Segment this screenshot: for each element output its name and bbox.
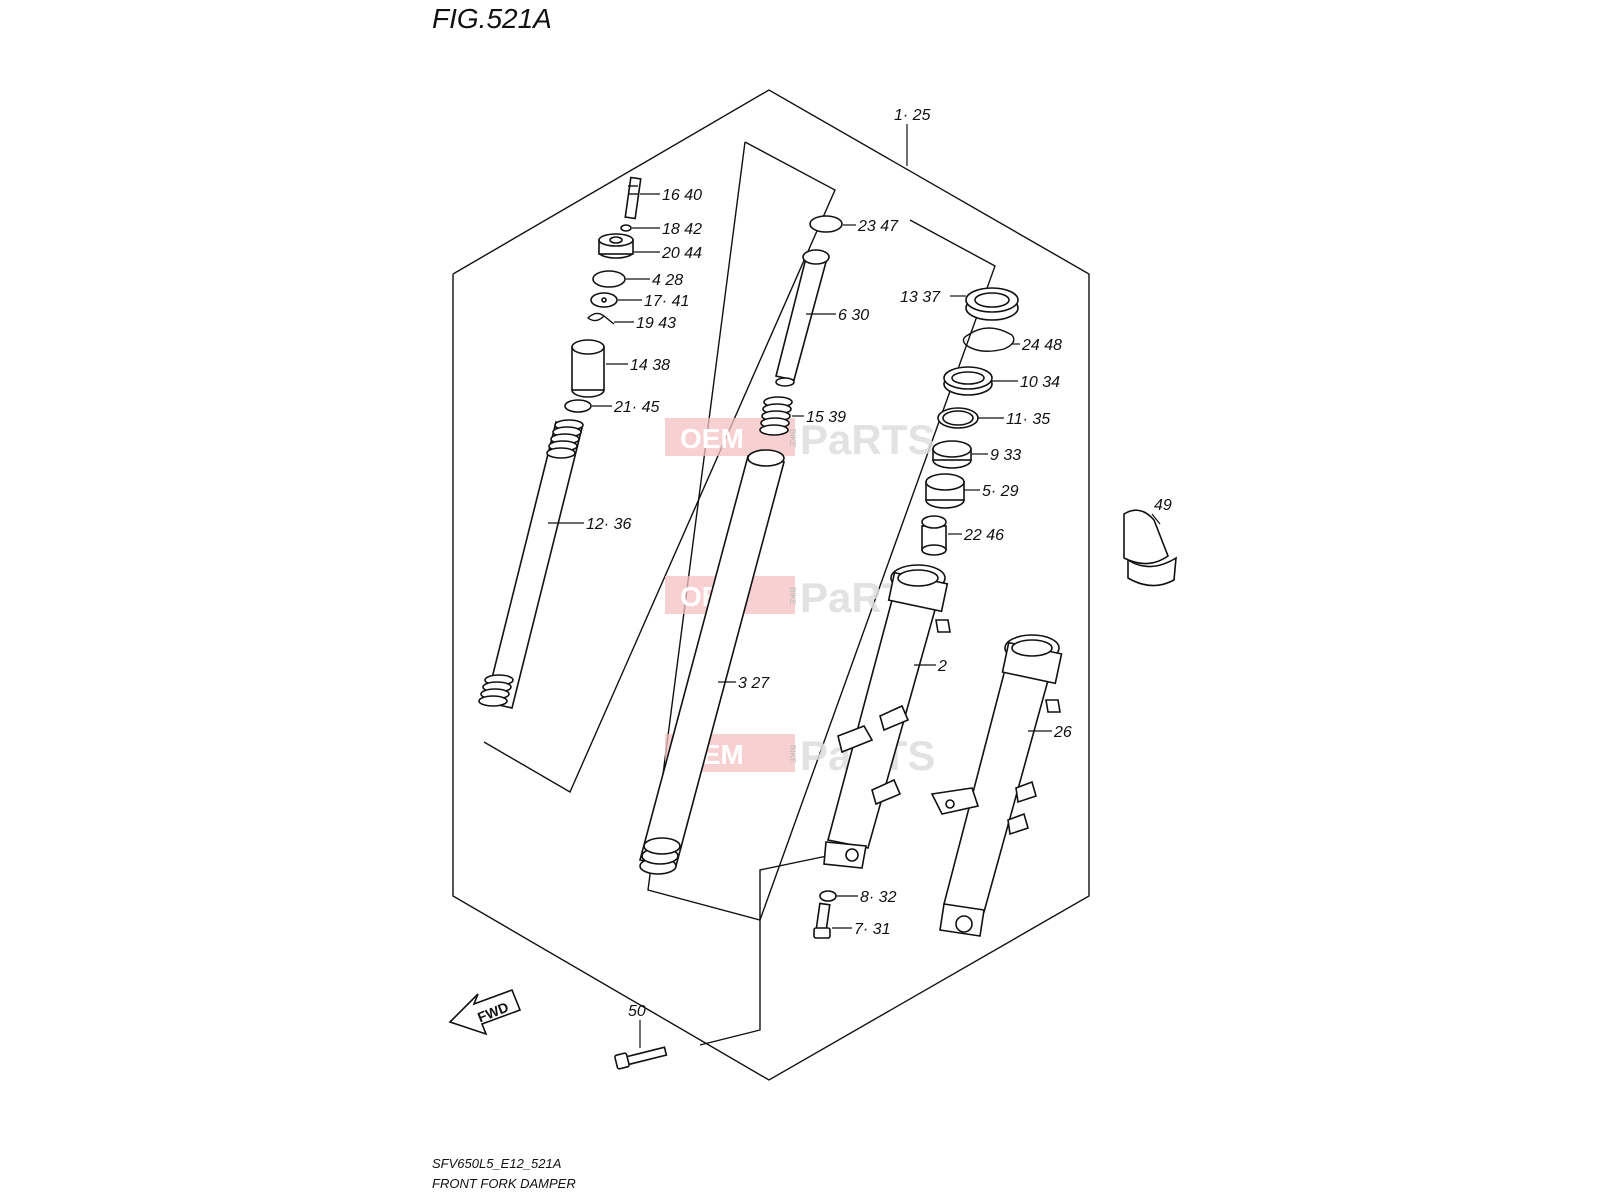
- part-damper-rod: [775, 249, 830, 387]
- assembly-outline: [452, 89, 1090, 1081]
- part-fork-protector: [1123, 509, 1177, 587]
- callout-16-40: 16 40: [662, 187, 702, 204]
- callout-26: 26: [1053, 724, 1072, 741]
- callout-19-43: 19 43: [636, 315, 676, 332]
- figure-code: SFV650L5_E12_521A: [432, 1156, 561, 1171]
- callout-8-32: 8· 32: [860, 889, 897, 906]
- part-inner-tube: [638, 449, 786, 875]
- part-fork-cap: [598, 233, 634, 259]
- part-spacer: [571, 339, 605, 398]
- callout-2: 2: [937, 658, 947, 675]
- part-seal-spacer: [937, 407, 979, 429]
- part-small-oring: [620, 224, 632, 232]
- callout-11-35: 11· 35: [1006, 411, 1050, 428]
- part-washer: [590, 292, 618, 308]
- part-fork-spring: [478, 419, 584, 709]
- part-rod-ring: [809, 215, 843, 233]
- svg-text:BIKE: BIKE: [788, 745, 797, 763]
- subassembly-frame-bolt: [699, 851, 847, 1046]
- part-drain-bolt: [813, 902, 831, 939]
- callout-4-28: 4 28: [652, 272, 683, 289]
- svg-text:PaRTS: PaRTS: [800, 416, 935, 463]
- callout-3-27: 3 27: [738, 675, 770, 692]
- part-rebound-spring: [759, 396, 793, 436]
- figure-title: FIG.521A: [432, 3, 552, 34]
- part-guide-bushing: [932, 440, 972, 469]
- callout-6-30: 6 30: [838, 307, 869, 324]
- part-mounting-bolt: [614, 1046, 668, 1070]
- callout-9-33: 9 33: [990, 447, 1021, 464]
- callout-14-38: 14 38: [630, 357, 670, 374]
- callout-23-47: 23 47: [857, 218, 899, 235]
- callout-21-45: 21· 45: [613, 399, 659, 416]
- callout-22-46: 22 46: [963, 527, 1004, 544]
- fwd-arrow: FWD: [448, 988, 522, 1036]
- callout-24-48: 24 48: [1021, 337, 1062, 354]
- subassembly-frame-spring: [483, 141, 836, 793]
- callout-1-25: 1· 25: [894, 107, 931, 124]
- part-oil-seal: [943, 366, 993, 396]
- part-adjuster-rod: [624, 176, 642, 220]
- part-oil-lock-piece: [921, 515, 947, 556]
- callout-7-31: 7· 31: [854, 921, 890, 938]
- svg-text:BIKE: BIKE: [788, 587, 797, 605]
- figure-caption: FRONT FORK DAMPER: [432, 1176, 576, 1191]
- leader-lines: [548, 124, 1161, 1048]
- part-outer-tube-right: [930, 634, 1063, 937]
- part-ring: [564, 399, 592, 413]
- callout-15-39: 15 39: [806, 409, 846, 426]
- callout-50: 50: [628, 1003, 646, 1020]
- callout-13-37: 13 37: [900, 289, 941, 306]
- part-outer-tube-left: [823, 564, 951, 869]
- part-drain-washer: [819, 890, 837, 902]
- callout-18-42: 18 42: [662, 221, 702, 238]
- part-dust-seal: [965, 287, 1019, 321]
- callout-12-36: 12· 36: [586, 516, 631, 533]
- part-cap-oring: [592, 270, 626, 288]
- svg-text:BIKE: BIKE: [788, 429, 797, 447]
- part-clip: [586, 312, 615, 325]
- callout-labels: 1· 25 16 40 18 42 20 44 4 28 17· 41 19 4…: [586, 107, 1172, 1020]
- callout-10-34: 10 34: [1020, 374, 1060, 391]
- callout-17-41: 17· 41: [644, 293, 689, 310]
- svg-text:OEM: OEM: [680, 423, 744, 454]
- part-slide-bushing: [925, 473, 965, 509]
- callout-49: 49: [1154, 497, 1172, 514]
- callout-20-44: 20 44: [661, 245, 702, 262]
- part-snap-ring: [962, 327, 1015, 352]
- callout-5-29: 5· 29: [982, 483, 1019, 500]
